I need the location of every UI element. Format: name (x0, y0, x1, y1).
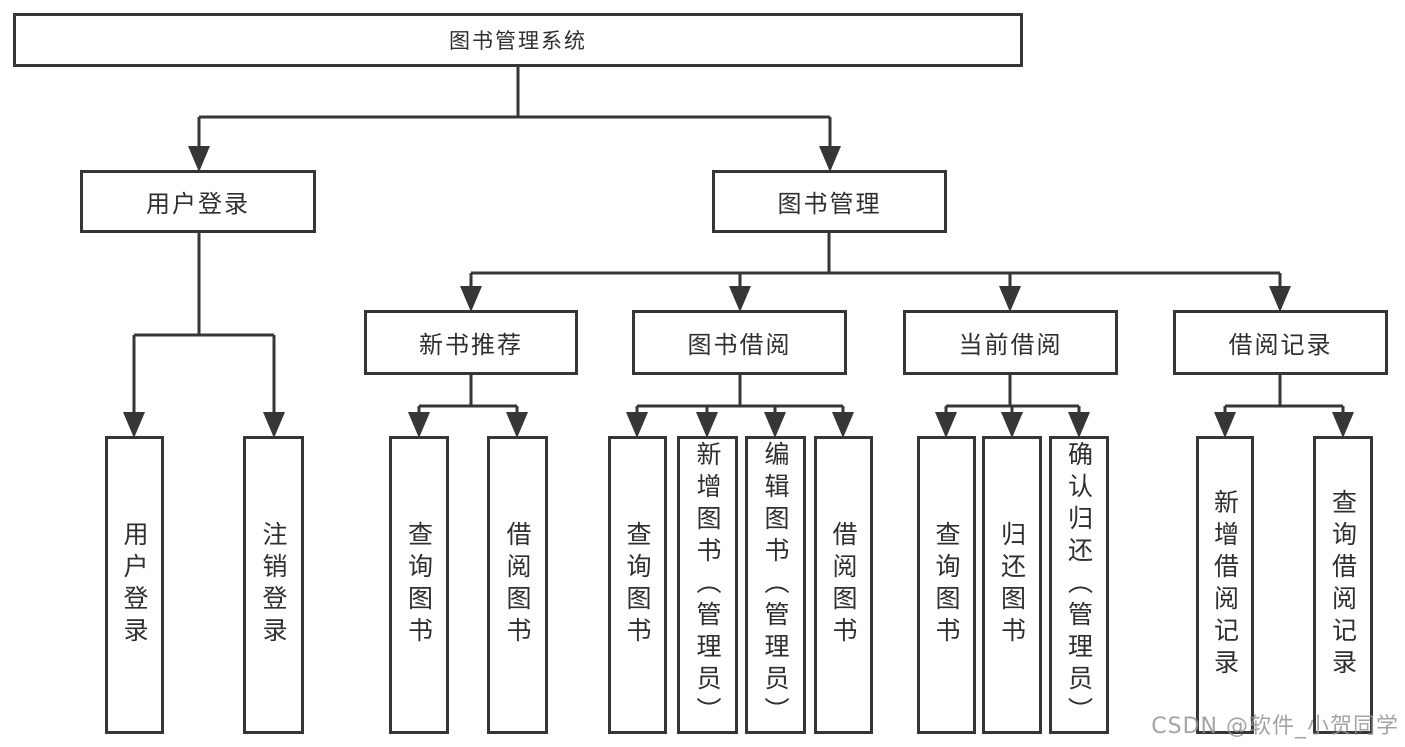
arrow-down-icon (819, 146, 841, 172)
leaf-user-login: 用户登录 (105, 436, 164, 734)
node-book-management-label: 图书管理 (777, 190, 882, 218)
leaf-add-borrow-record-label: 新增借阅记录 (1210, 489, 1240, 681)
leaf-return-book: 归还图书 (982, 436, 1042, 734)
leaf-add-borrow-record: 新增借阅记录 (1196, 436, 1254, 734)
arrow-down-icon (123, 412, 145, 438)
arrow-down-icon (263, 412, 285, 438)
leaf-logout-label: 注销登录 (259, 521, 288, 649)
arrow-down-icon (1214, 412, 1236, 438)
leaf-confirm-return-admin-label: 确认归还（管理员） (1064, 441, 1094, 729)
leaf-edit-book-admin-label: 编辑图书（管理员） (761, 441, 790, 729)
leaf-query-books-2: 查询图书 (608, 436, 667, 734)
arrow-down-icon (1269, 286, 1291, 312)
node-section-borrow-records: 借阅记录 (1173, 310, 1388, 375)
leaf-query-borrow-record: 查询借阅记录 (1313, 436, 1373, 734)
leaf-query-books-3: 查询图书 (917, 436, 976, 734)
leaf-borrow-books-1: 借阅图书 (487, 436, 548, 734)
arrow-down-icon (832, 412, 854, 438)
leaf-logout: 注销登录 (243, 436, 304, 734)
node-section-book-borrow: 图书借阅 (632, 310, 847, 375)
arrow-down-icon (696, 412, 718, 438)
node-user-login-label: 用户登录 (146, 190, 250, 218)
arrow-down-icon (1332, 412, 1354, 438)
leaf-edit-book-admin: 编辑图书（管理员） (745, 436, 806, 734)
arrow-down-icon (460, 286, 482, 312)
leaf-query-borrow-record-label: 查询借阅记录 (1328, 489, 1358, 681)
leaf-borrow-books-2: 借阅图书 (814, 436, 873, 734)
arrow-down-icon (408, 412, 430, 438)
leaf-confirm-return-admin: 确认归还（管理员） (1049, 436, 1109, 734)
leaf-return-book-label: 归还图书 (997, 521, 1027, 649)
arrow-down-icon (1001, 412, 1023, 438)
leaf-query-books-2-label: 查询图书 (623, 521, 652, 649)
leaf-query-books-1: 查询图书 (389, 436, 449, 734)
arrow-down-icon (506, 412, 528, 438)
node-book-management: 图书管理 (712, 170, 947, 233)
arrow-down-icon (935, 412, 957, 438)
node-section-borrow-records-label: 借阅记录 (1228, 331, 1333, 359)
node-section-new-books-label: 新书推荐 (419, 331, 523, 359)
leaf-add-book-admin-label: 新增图书（管理员） (693, 441, 722, 729)
node-section-new-books: 新书推荐 (364, 310, 578, 375)
watermark-text: CSDN @软件_小贺同学 (1151, 714, 1399, 739)
leaf-query-books-3-label: 查询图书 (932, 521, 961, 649)
leaf-query-books-1-label: 查询图书 (404, 521, 434, 649)
arrow-down-icon (729, 286, 751, 312)
arrow-down-icon (999, 286, 1021, 312)
arrow-down-icon (1068, 412, 1090, 438)
leaf-add-book-admin: 新增图书（管理员） (677, 436, 738, 734)
arrowheads (123, 146, 1354, 438)
node-root-label: 图书管理系统 (449, 29, 587, 53)
arrow-down-icon (188, 146, 210, 172)
arrow-down-icon (626, 412, 648, 438)
connector-line (132, 67, 1345, 412)
connector-lines (132, 67, 1345, 412)
node-section-current-borrow-label: 当前借阅 (958, 331, 1063, 359)
node-section-current-borrow: 当前借阅 (903, 310, 1118, 375)
arrow-down-icon (764, 412, 786, 438)
leaf-user-login-label: 用户登录 (120, 521, 149, 649)
node-section-book-borrow-label: 图书借阅 (687, 331, 792, 359)
leaf-borrow-books-2-label: 借阅图书 (829, 521, 858, 649)
node-user-login: 用户登录 (80, 170, 316, 233)
node-root: 图书管理系统 (13, 13, 1023, 67)
leaf-borrow-books-1-label: 借阅图书 (503, 521, 532, 649)
